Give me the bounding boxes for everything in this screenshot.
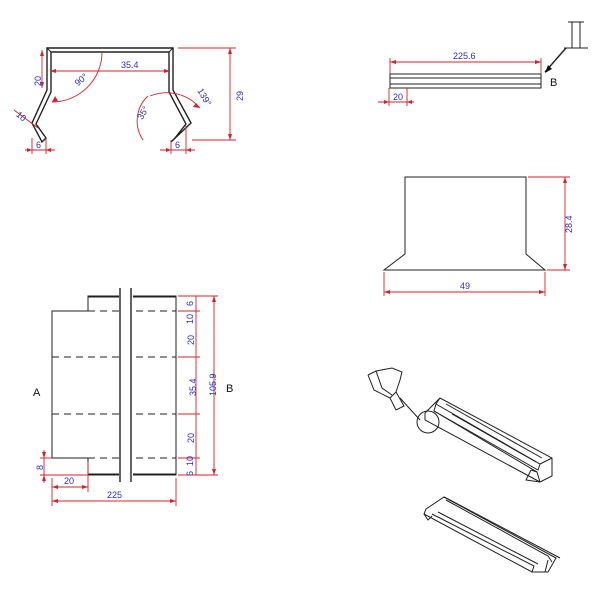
front-height-label: 28.4 bbox=[564, 215, 574, 233]
bar-length-label: 225.6 bbox=[453, 51, 476, 61]
profile-width-label: 35.4 bbox=[121, 60, 139, 70]
front-width-label: 49 bbox=[460, 281, 470, 291]
detail-circle bbox=[416, 410, 440, 434]
plan-stack-7: 6 bbox=[185, 471, 195, 476]
profile-lip-label: 10 bbox=[14, 109, 28, 123]
plan-view: A B 6 10 20 35.4 20 10 6 105.9 225 20 bbox=[33, 288, 233, 506]
profile-height-label: 29 bbox=[235, 91, 245, 101]
plan-length-label: 225 bbox=[107, 490, 122, 500]
plan-label-a: A bbox=[33, 387, 41, 399]
bar-marker-b: B bbox=[550, 77, 557, 89]
channel-view bbox=[423, 496, 561, 573]
plan-stack-5: 20 bbox=[186, 433, 196, 443]
angle-90-label: 90° bbox=[73, 71, 90, 88]
bar-outline bbox=[389, 73, 542, 89]
plan-total-height-label: 105.9 bbox=[208, 373, 218, 396]
profile-foot-left-label: 6 bbox=[36, 140, 41, 150]
plan-stack-3: 20 bbox=[186, 335, 196, 345]
plan-tab-width-label: 20 bbox=[64, 476, 74, 486]
profile-side-label: 20 bbox=[33, 76, 43, 86]
profile-view: 35.4 29 20 10 6 6 90° bbox=[13, 47, 245, 154]
profile-outline bbox=[31, 47, 192, 144]
plan-label-b: B bbox=[226, 383, 233, 395]
bar-end-label: 20 bbox=[393, 92, 403, 102]
angle-35-label: 35° bbox=[135, 104, 151, 121]
iso-view bbox=[367, 367, 553, 483]
front-outline bbox=[382, 176, 547, 271]
plan-stack-4: 35.4 bbox=[188, 378, 198, 396]
profile-foot-right-label: 6 bbox=[175, 140, 180, 150]
channel-outline bbox=[423, 496, 557, 573]
front-view: 28.4 49 bbox=[382, 176, 574, 296]
angle-139-label: 139° bbox=[195, 86, 213, 107]
plan-stack-2: 10 bbox=[185, 314, 195, 324]
plan-stack-6: 10 bbox=[185, 456, 195, 466]
bar-view: 225.6 20 B bbox=[378, 21, 588, 106]
plan-stack-1: 6 bbox=[185, 301, 195, 306]
plan-outline bbox=[51, 295, 177, 476]
plan-tab-height-label: 8 bbox=[35, 465, 45, 470]
